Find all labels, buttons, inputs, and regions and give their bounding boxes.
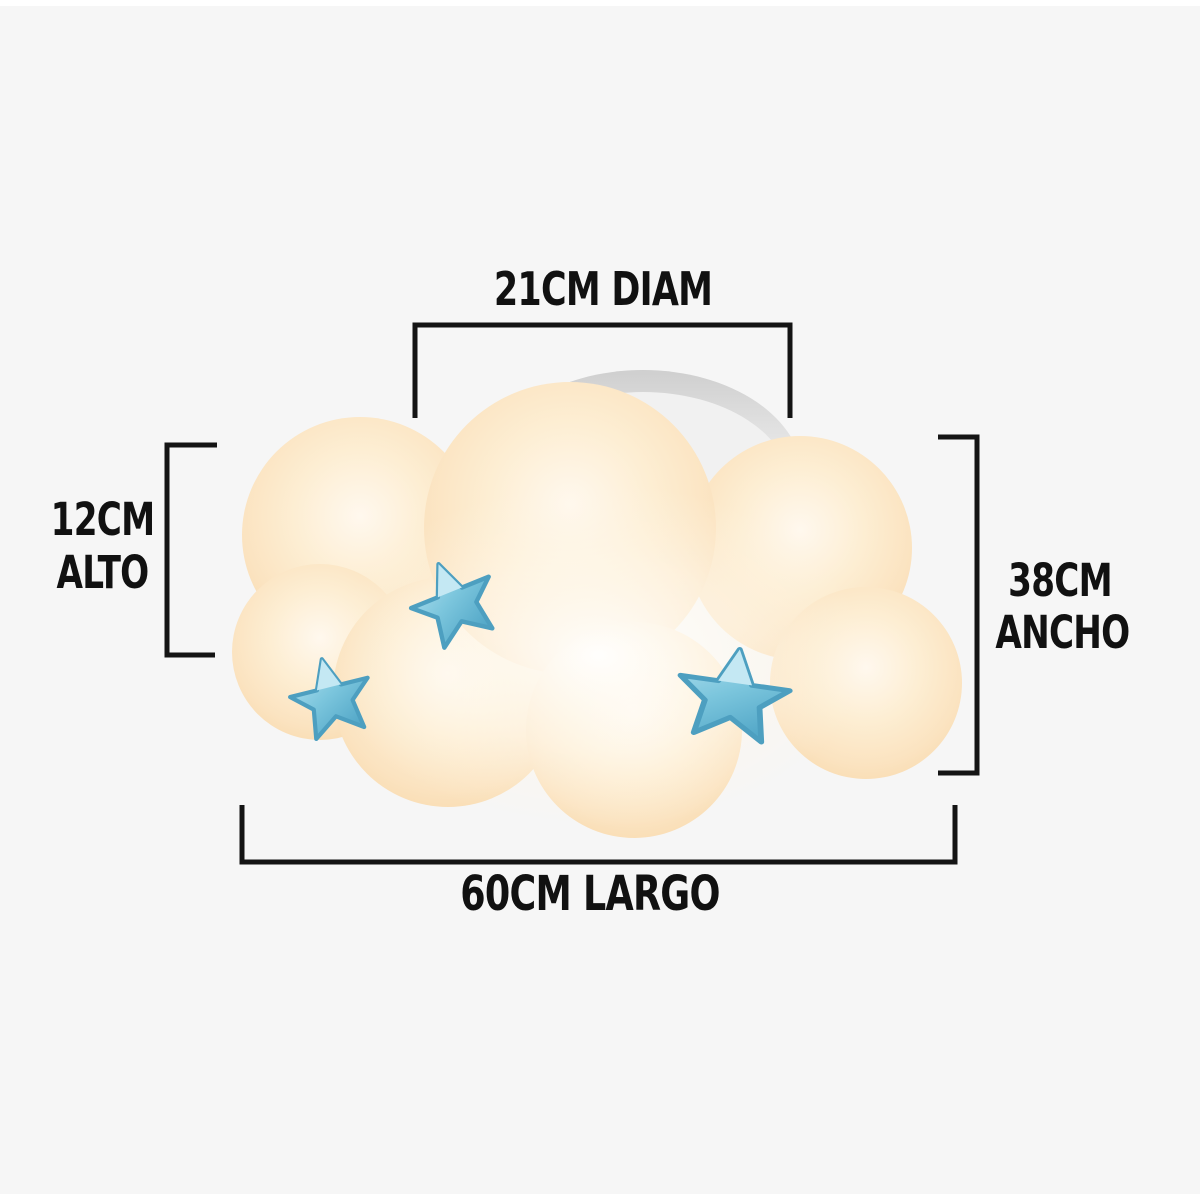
dimension-axis-width: ANCHO (995, 606, 1130, 659)
dimension-label-width: 38CM ANCHO (995, 554, 1130, 659)
star-icon (288, 657, 370, 742)
dimension-bracket-bottom (239, 805, 958, 865)
dimension-value-height: 12CM (50, 493, 155, 546)
dimension-label-diameter: 21CM DIAM (493, 262, 713, 316)
dimension-value-width: 38CM (1008, 554, 1112, 607)
dimension-axis-height: ALTO (56, 546, 150, 599)
star-decorations (288, 562, 793, 745)
dimension-label-height: 12CM ALTO (40, 493, 165, 599)
star-icon (677, 647, 793, 745)
cloud-body (232, 382, 962, 838)
dimension-bracket-top (412, 322, 793, 418)
cloud-glow (330, 483, 866, 827)
dimension-label-length: 60CM LARGO (460, 866, 720, 922)
star-icon (408, 562, 495, 650)
bottom-edge-strip (0, 1194, 1200, 1200)
dimension-lines (164, 322, 980, 865)
top-edge-strip (0, 0, 1200, 6)
dimension-bracket-left (164, 442, 217, 658)
dimension-bracket-right (938, 434, 980, 776)
